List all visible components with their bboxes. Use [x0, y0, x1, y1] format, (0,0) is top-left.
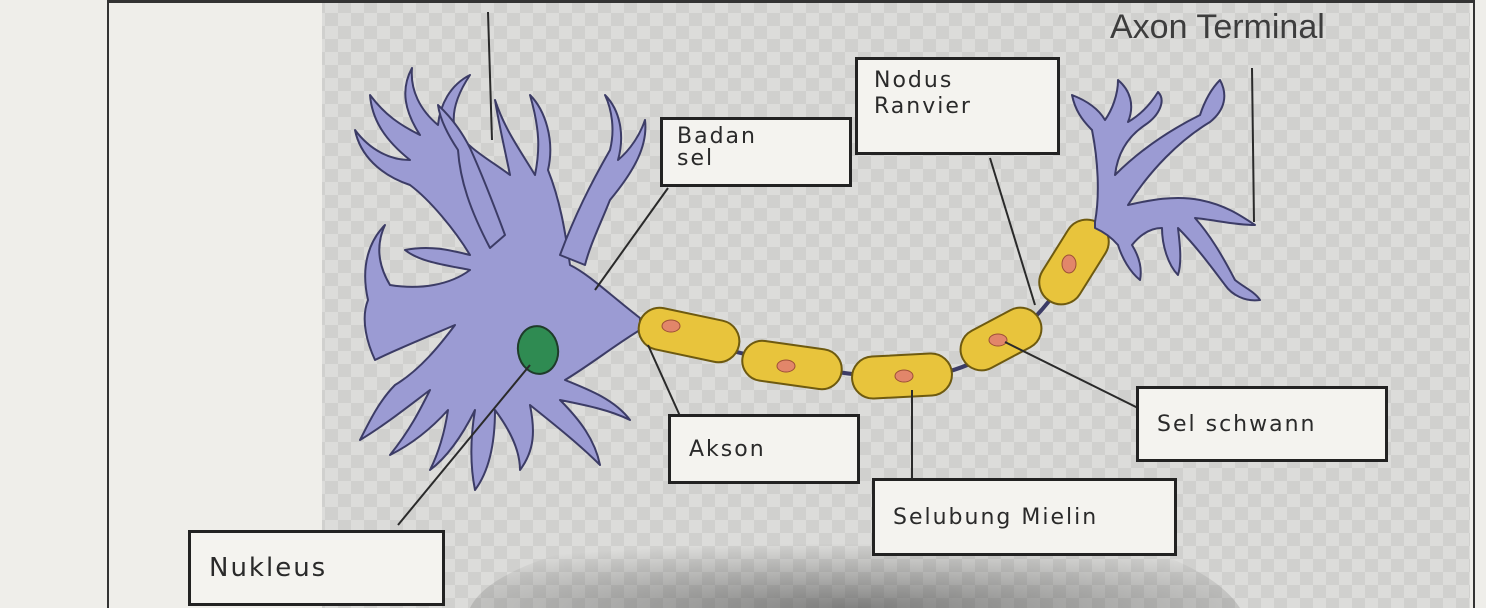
label-nodus-ranvier-line1: Nodus [874, 68, 1041, 94]
label-box-badan-sel: Badan sel [660, 117, 852, 187]
label-selubung-mielin: Selubung Mielin [893, 505, 1098, 530]
label-box-nukleus: Nukleus [188, 530, 445, 606]
label-badan-sel-line1: Badan [677, 126, 835, 148]
label-box-selubung-mielin: Selubung Mielin [872, 478, 1177, 556]
label-sel-schwann: Sel schwann [1157, 412, 1316, 437]
label-badan-sel-line2: sel [677, 148, 835, 170]
label-box-nodus-ranvier: Nodus Ranvier [855, 57, 1060, 155]
label-nodus-ranvier-line2: Ranvier [874, 94, 1041, 120]
label-nukleus: Nukleus [209, 553, 327, 583]
label-box-sel-schwann: Sel schwann [1136, 386, 1388, 462]
top-border [108, 0, 1474, 3]
label-akson: Akson [689, 437, 766, 462]
label-box-akson: Akson [668, 414, 860, 484]
label-axon-terminal: Axon Terminal [1110, 8, 1325, 47]
